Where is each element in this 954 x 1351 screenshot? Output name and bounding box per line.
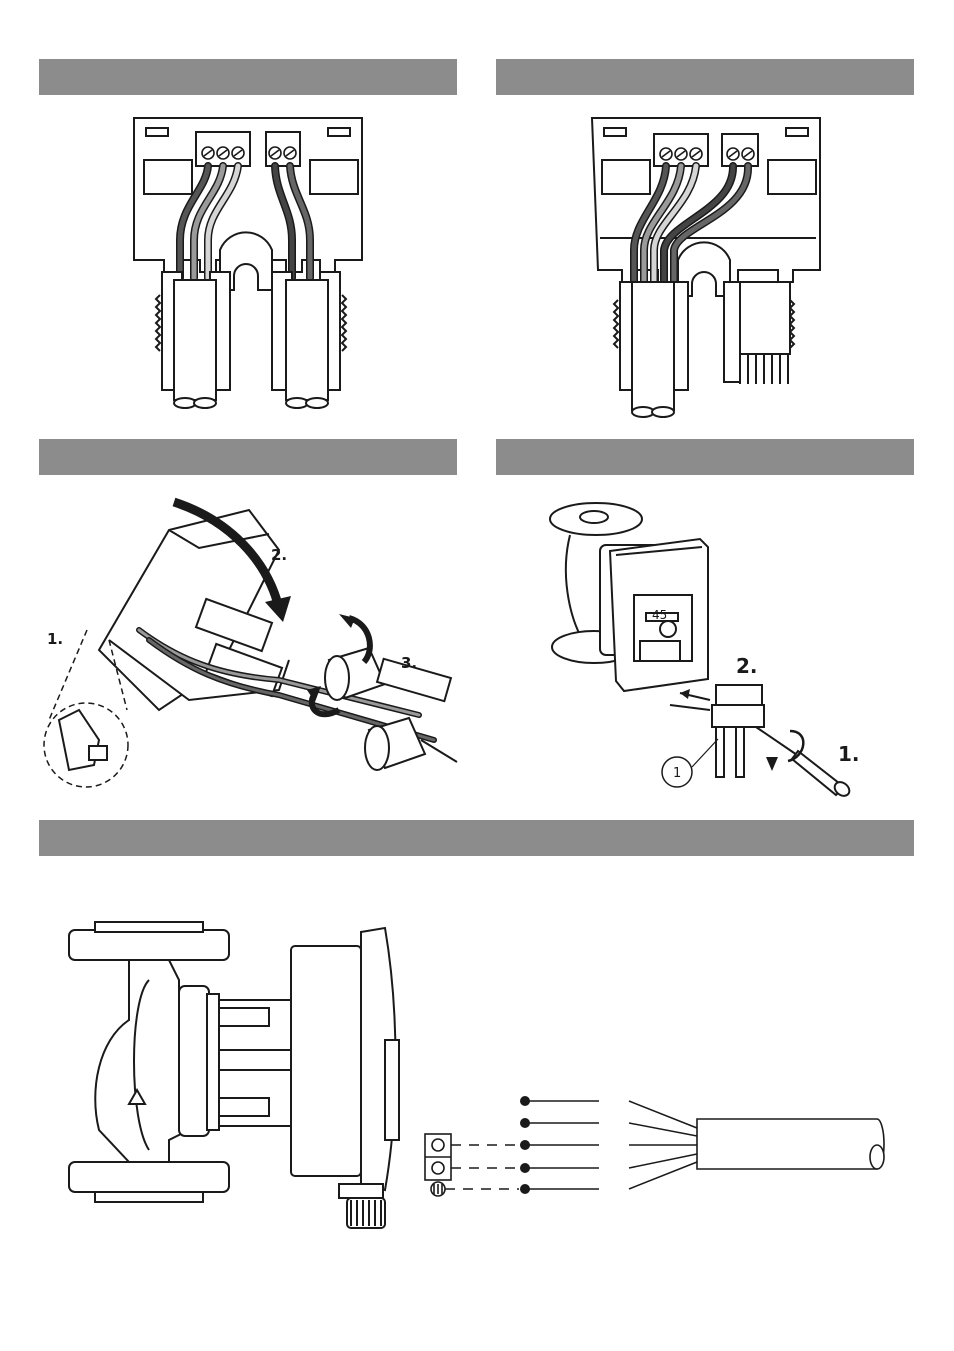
fig4-step-1-label: 1. bbox=[838, 742, 860, 766]
fig2-terminal-box-diagram bbox=[578, 110, 838, 420]
fig4-step-2-label: 2. bbox=[736, 654, 758, 678]
fig5-pump-wiring-diagram bbox=[39, 900, 914, 1240]
fig3-step-2-label: 2. bbox=[271, 546, 287, 564]
fig3-step-1-label: 1. bbox=[47, 630, 63, 648]
fig3-gland-assembly-diagram: 1. 2. 3. bbox=[39, 490, 457, 810]
fig1-terminal-box-diagram bbox=[120, 110, 380, 420]
fig3-header-bar bbox=[39, 439, 457, 475]
fig4-callout-label: 1 bbox=[673, 766, 681, 781]
ground-symbol-icon bbox=[431, 1182, 445, 1196]
fig2-header-bar bbox=[496, 59, 914, 95]
pump-side-view bbox=[69, 922, 399, 1228]
cable-gland-icon bbox=[614, 282, 794, 417]
terminal-block-icon bbox=[425, 1134, 451, 1180]
fig4-display-value: 45 bbox=[652, 608, 667, 622]
fig4-header-bar bbox=[496, 439, 914, 475]
cable-gland-icon bbox=[156, 272, 346, 408]
plug-icon bbox=[712, 685, 764, 777]
pump-icon bbox=[550, 503, 708, 691]
cable-icon bbox=[697, 1119, 884, 1169]
fig3-step-3-label: 3. bbox=[401, 654, 417, 672]
fig5-header-bar bbox=[39, 820, 914, 856]
fig1-header-bar bbox=[39, 59, 457, 95]
fig4-pump-plug-diagram: 45 1 2. 1. bbox=[540, 495, 870, 805]
